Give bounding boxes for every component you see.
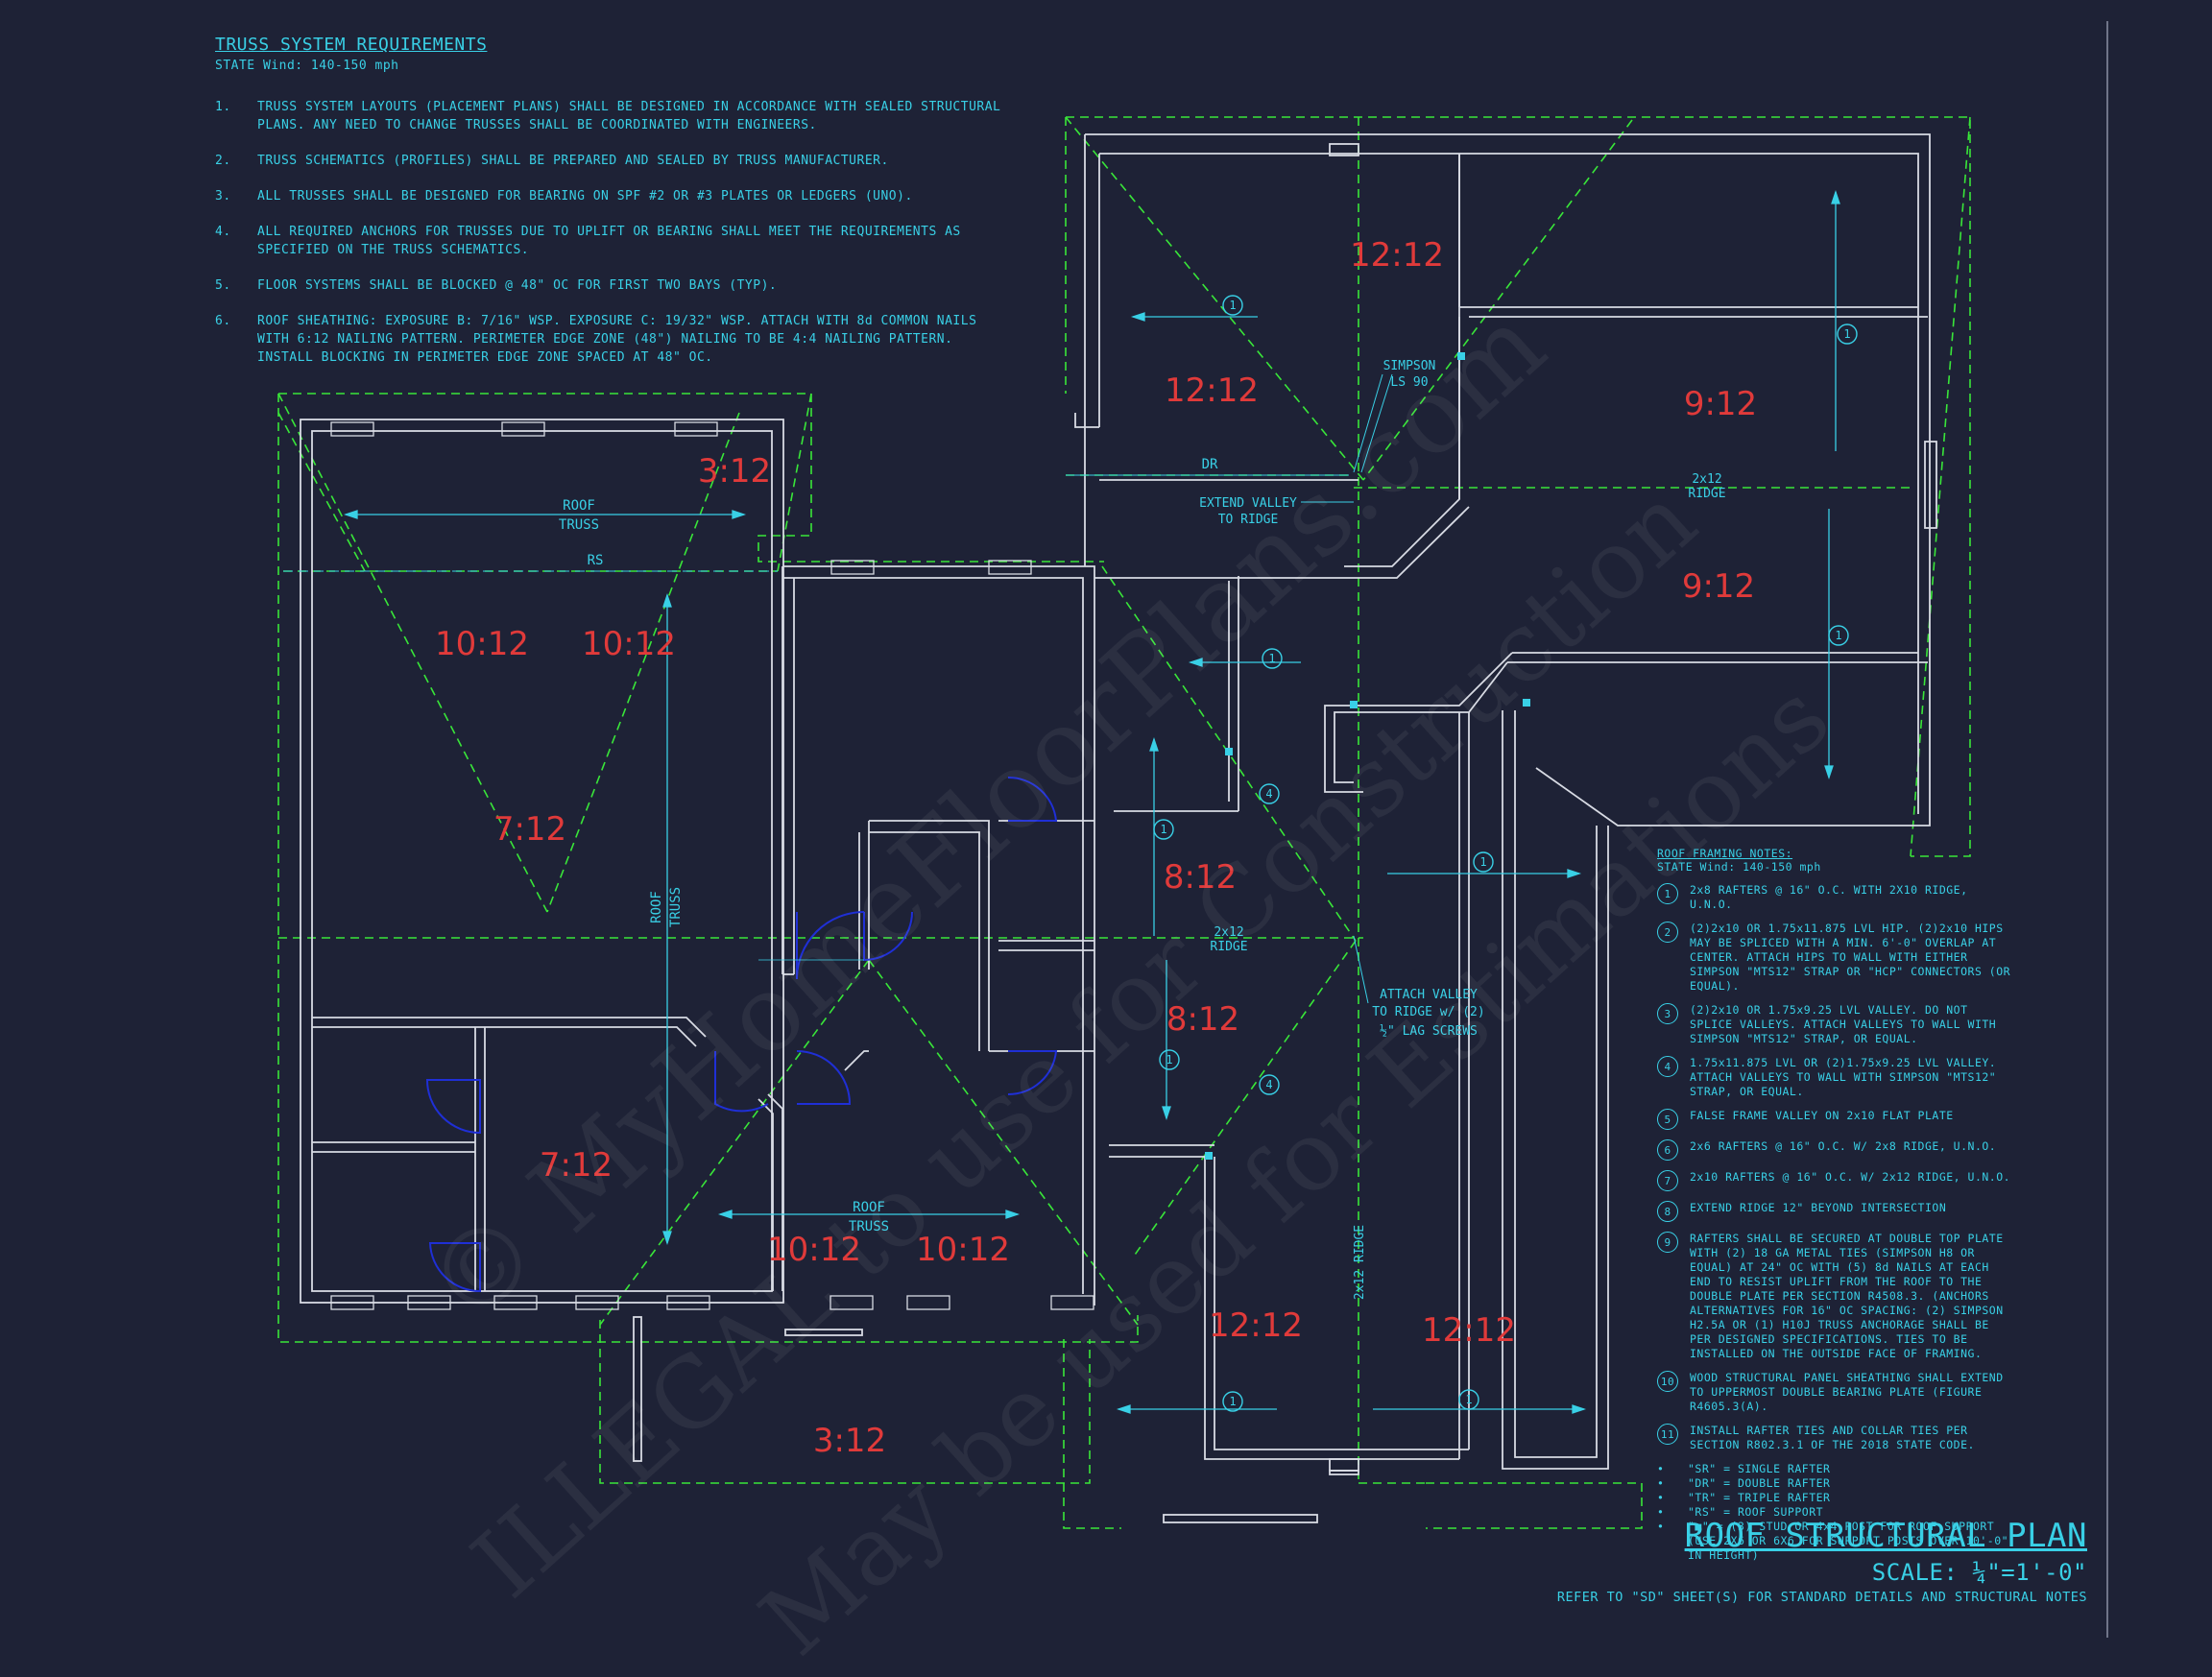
- abbreviation-item: •"SR" = SINGLE RAFTER: [1657, 1462, 1831, 1475]
- truss-notes-title: TRUSS SYSTEM REQUIREMENTS: [215, 35, 488, 55]
- roof-framing-notes: ROOF FRAMING NOTES: STATE Wind: 140-150 …: [1657, 847, 2012, 1563]
- circle-mark-text: 1: [1843, 327, 1850, 341]
- framing-notes-subtitle: STATE Wind: 140-150 mph: [1657, 860, 1821, 874]
- pitch-label: 12:12: [1209, 1306, 1303, 1345]
- circle-mark-text: 1: [1160, 823, 1166, 836]
- attach-valley-label: ½" LAG SCREWS: [1380, 1024, 1478, 1039]
- ridge-label: RIDGE: [1688, 487, 1725, 501]
- circle-mark-text: 1: [1229, 1395, 1236, 1408]
- roof-lines: [277, 116, 1971, 1529]
- pitch-label: 12:12: [1422, 1311, 1516, 1350]
- pitch-label: 7:12: [493, 810, 566, 849]
- ridge-label: 2x12: [1214, 925, 1243, 940]
- post-marks: [1205, 352, 1530, 1160]
- abbreviation-item: •"■" = (3) STUD OR 4x4 POST FOR ROOF SUP…: [1657, 1520, 2009, 1562]
- simpson-label: SIMPSON: [1383, 359, 1436, 373]
- truss-note-item: 3.ALL TRUSSES SHALL BE DESIGNED FOR BEAR…: [215, 189, 913, 204]
- pitch-label: 8:12: [1166, 1000, 1239, 1039]
- truss-note-item: 2.TRUSS SCHEMATICS (PROFILES) SHALL BE P…: [215, 154, 889, 168]
- pitch-label: 9:12: [1682, 567, 1755, 606]
- circle-mark-text: 1: [1835, 629, 1841, 642]
- pitch-label: 9:12: [1684, 385, 1757, 423]
- rs-label: RS: [588, 553, 604, 568]
- truss-note-item: 1.TRUSS SYSTEM LAYOUTS (PLACEMENT PLANS)…: [215, 100, 1001, 132]
- walls: [300, 133, 1937, 1523]
- ridge-label: 2x12: [1692, 472, 1721, 487]
- truss-note-item: 6.ROOF SHEATHING: EXPOSURE B: 7/16" WSP.…: [215, 314, 977, 365]
- attach-valley-label: ATTACH VALLEY: [1380, 988, 1478, 1002]
- circle-mark-text: 4: [1265, 1078, 1272, 1091]
- pitch-label: 12:12: [1350, 236, 1444, 275]
- truss-note-item: 4.ALL REQUIRED ANCHORS FOR TRUSSES DUE T…: [215, 225, 961, 257]
- pitch-label: 10:12: [435, 625, 529, 663]
- circle-mark-text: 4: [1265, 787, 1272, 801]
- pitch-label: 3:12: [813, 1422, 886, 1460]
- ridge-label: 2x12 RIDGE: [1353, 1225, 1367, 1300]
- span-arrows: [343, 189, 1840, 1414]
- roof-truss-label: TRUSS: [849, 1219, 889, 1234]
- framing-notes-title: ROOF FRAMING NOTES:: [1657, 847, 1793, 860]
- doors: [425, 776, 1058, 1293]
- truss-note-item: 5.FLOOR SYSTEMS SHALL BE BLOCKED @ 48" O…: [215, 278, 778, 293]
- circle-mark-text: 1: [1479, 855, 1486, 869]
- windows: [330, 421, 1094, 1310]
- abbreviation-item: •"RS" = ROOF SUPPORT: [1657, 1505, 1824, 1519]
- pitch-label: 8:12: [1164, 858, 1237, 897]
- abbreviation-list: •"SR" = SINGLE RAFTER •"DR" = DOUBLE RAF…: [1657, 1462, 2012, 1563]
- pitch-label: 10:12: [767, 1231, 861, 1269]
- attach-valley-label: TO RIDGE w/ (2): [1372, 1005, 1484, 1019]
- pitch-label: 10:12: [916, 1231, 1010, 1269]
- pitch-label: 3:12: [698, 452, 771, 491]
- roof-truss-label: ROOF: [563, 498, 595, 514]
- pitch-label: 12:12: [1165, 371, 1259, 410]
- roof-truss-label: ROOF: [649, 891, 664, 923]
- circle-mark-text: 1: [1229, 299, 1236, 312]
- framing-note-item: 3(2)2x10 OR 1.75x9.25 LVL VALLEY. DO NOT…: [1657, 1003, 2012, 1046]
- dr-label: DR: [1202, 457, 1218, 472]
- circle-mark-text: 1: [1465, 1393, 1472, 1406]
- roof-truss-label: TRUSS: [668, 887, 684, 927]
- truss-system-notes: TRUSS SYSTEM REQUIREMENTS STATE Wind: 14…: [215, 35, 1002, 384]
- pitch-label: 7:12: [540, 1146, 613, 1185]
- plan-reference-note: REFER TO "SD" SHEET(S) FOR STANDARD DETA…: [1556, 1590, 2087, 1605]
- extend-valley-label: TO RIDGE: [1218, 513, 1279, 527]
- framing-note-item: 2(2)2x10 OR 1.75x11.875 LVL HIP. (2)2x10…: [1657, 922, 2012, 994]
- abbreviation-item: •"TR" = TRIPLE RAFTER: [1657, 1491, 1831, 1504]
- simpson-label: LS 90: [1390, 375, 1428, 390]
- abbreviation-item: •"DR" = DOUBLE RAFTER: [1657, 1476, 1831, 1490]
- plan-title: ROOF STRUCTURAL PLAN: [1684, 1517, 2087, 1555]
- roof-truss-label: TRUSS: [559, 517, 599, 533]
- pitch-label: 10:12: [582, 625, 676, 663]
- truss-notes-subtitle: STATE Wind: 140-150 mph: [215, 59, 399, 73]
- circle-mark-text: 1: [1268, 652, 1275, 665]
- plan-scale: SCALE: ¼"=1'-0": [1871, 1559, 2087, 1586]
- extend-valley-label: EXTEND VALLEY: [1199, 496, 1297, 511]
- ridge-label: RIDGE: [1210, 940, 1247, 954]
- roof-truss-label: ROOF: [853, 1200, 885, 1215]
- circle-mark-text: 1: [1166, 1053, 1172, 1066]
- circle-marks: [1153, 295, 1858, 1412]
